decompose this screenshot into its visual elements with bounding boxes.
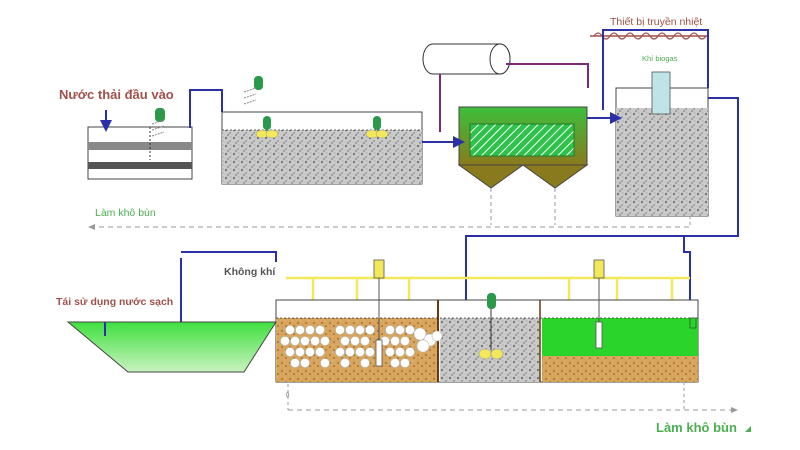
air-label: Không khí — [224, 266, 276, 278]
sludge-line-bottom — [287, 382, 738, 413]
sludge-drying-label-bottom: Làm khô bùn — [656, 420, 737, 435]
screen-tank — [87, 126, 193, 180]
gas-pipe — [439, 63, 589, 132]
anaerobic-tank — [615, 71, 709, 217]
sludge-drying-label-top: Làm khô bùn — [95, 207, 156, 219]
reuse-label: Tái sử dụng nước sạch — [56, 296, 173, 308]
mixer-icon — [365, 116, 389, 139]
pipe-network — [180, 29, 739, 330]
scale-zero: 0 — [286, 393, 290, 399]
uasb-reactor — [457, 106, 589, 225]
pump-icon — [243, 76, 263, 105]
reuse-basin — [66, 321, 277, 373]
corner-marker — [745, 426, 751, 432]
blower-icon — [373, 259, 385, 367]
heat-exchanger-label: Thiết bị truyền nhiệt — [610, 16, 702, 28]
biogas-label: Khí biogas — [642, 54, 678, 63]
blower-icon — [593, 259, 605, 349]
mixer-icon — [255, 116, 279, 139]
influent-label: Nước thải đầu vào — [59, 87, 174, 102]
pump-icon — [151, 108, 165, 137]
heat-exchanger — [590, 32, 708, 40]
bio-media-balls — [280, 325, 443, 368]
sludge-line-top — [88, 216, 691, 230]
aerobic-tank — [275, 299, 699, 383]
equalization-tank — [221, 111, 423, 185]
outlet-icon — [689, 317, 697, 329]
mixer-icon — [478, 293, 504, 360]
gas-holder-tank — [422, 43, 511, 75]
